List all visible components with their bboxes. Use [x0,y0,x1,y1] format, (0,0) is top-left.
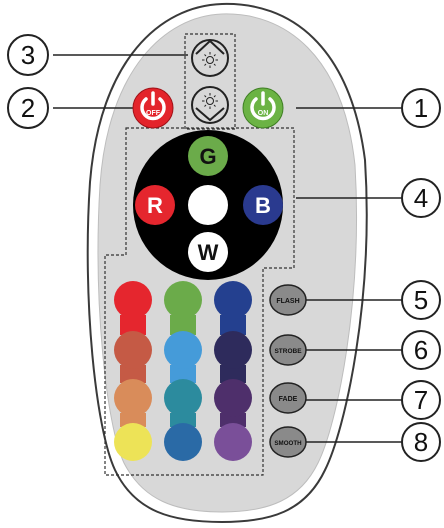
color-connector [170,315,196,335]
color-connector [170,365,196,383]
svg-text:8: 8 [414,427,428,457]
color-grid [114,281,252,461]
color-connector [120,315,146,335]
smooth-button[interactable]: SMOOTH [269,426,307,458]
power-off-button[interactable]: OFF [132,87,174,129]
svg-text:G: G [199,144,216,169]
callout-2: 2 [7,87,49,129]
green-button[interactable]: G [188,136,228,176]
color-button[interactable] [114,281,152,319]
svg-text:5: 5 [414,285,428,315]
color-button[interactable] [164,423,202,461]
red-button[interactable]: R [135,185,175,225]
fade-button[interactable]: FADE [269,382,307,414]
strobe-button[interactable]: STROBE [269,334,307,366]
svg-text:B: B [255,193,271,218]
color-button[interactable] [214,379,252,417]
color-button[interactable] [164,331,202,369]
sun-up-icon [195,39,225,68]
callout-8: 8 [401,422,441,462]
callout-4: 4 [401,178,441,218]
sun-down-icon [195,93,225,122]
svg-text:ON: ON [258,110,269,117]
callout-5: 5 [401,280,441,320]
svg-text:3: 3 [21,40,35,70]
color-connector [220,365,246,383]
svg-text:SMOOTH: SMOOTH [274,440,302,447]
svg-text:4: 4 [414,183,428,213]
callout-7: 7 [401,380,441,420]
svg-text:FLASH: FLASH [276,298,299,305]
svg-text:R: R [147,193,163,218]
color-connector [170,413,196,427]
color-connector [120,413,146,427]
color-button[interactable] [214,281,252,319]
power-on-button[interactable]: ON [242,87,284,129]
color-button[interactable] [214,423,252,461]
svg-text:STROBE: STROBE [274,348,302,355]
white-center-button[interactable] [188,185,228,225]
callout-1: 1 [401,88,441,128]
brightness-down-button[interactable] [191,86,229,124]
svg-text:7: 7 [414,385,428,415]
blue-button[interactable]: B [243,185,283,225]
svg-text:6: 6 [414,335,428,365]
color-wheel: G R B W [133,130,283,280]
power-icon [140,97,166,121]
svg-text:W: W [198,240,219,265]
flash-button[interactable]: FLASH [269,284,307,316]
power-icon [250,97,276,121]
brightness-up-button[interactable] [191,39,229,77]
color-button[interactable] [114,423,152,461]
callout-3: 3 [7,34,49,76]
white-button[interactable]: W [188,232,228,272]
color-button[interactable] [114,379,152,417]
color-button[interactable] [214,331,252,369]
color-button[interactable] [114,331,152,369]
svg-text:OFF: OFF [146,110,161,117]
callout-6: 6 [401,330,441,370]
color-zone [104,127,295,476]
color-connector [120,365,146,383]
svg-text:1: 1 [414,93,428,123]
color-button[interactable] [164,379,202,417]
svg-text:2: 2 [21,93,35,123]
color-connector [220,315,246,335]
color-button[interactable] [164,281,202,319]
color-grid-connectors [120,315,246,427]
brightness-zone [184,33,236,130]
color-connector [220,413,246,427]
svg-text:FADE: FADE [279,396,298,403]
callout-lines [53,54,403,443]
